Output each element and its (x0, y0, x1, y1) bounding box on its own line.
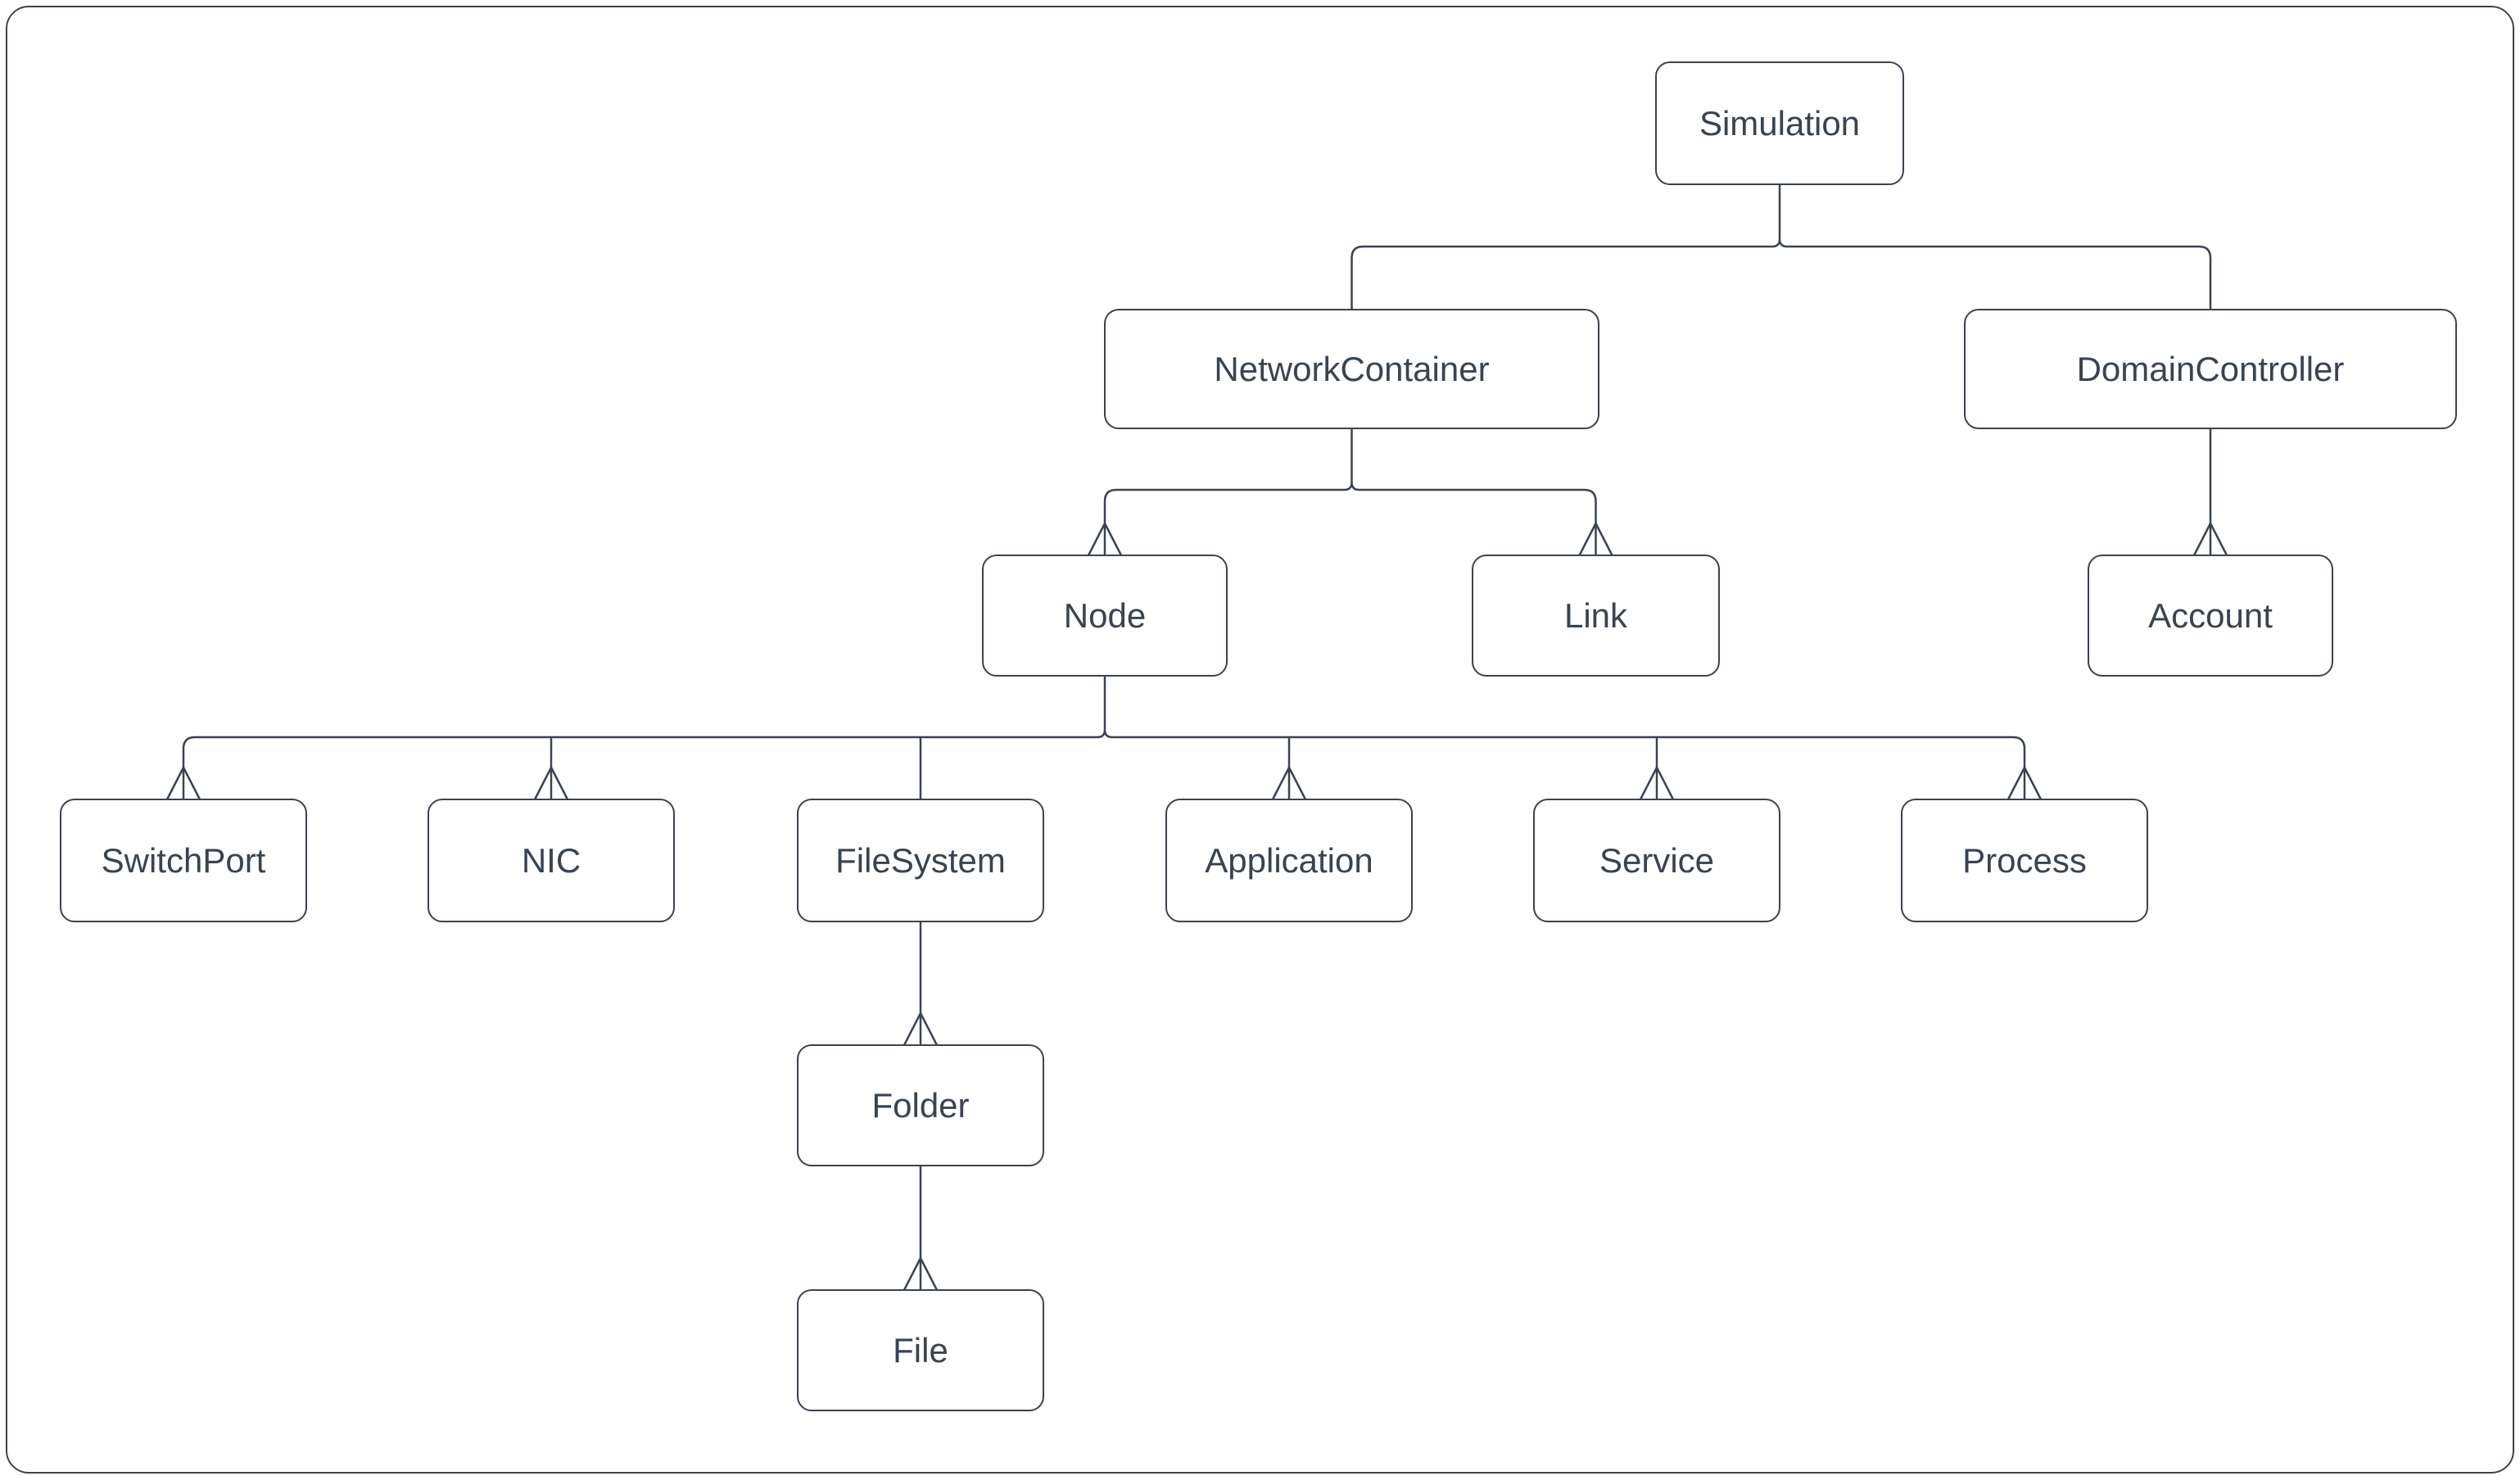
node-box-application[interactable]: Application (1165, 799, 1413, 922)
node-label-service: Service (1599, 840, 1715, 880)
node-label-nic: NIC (521, 840, 581, 880)
arrowhead-node (1087, 522, 1123, 556)
node-box-process[interactable]: Process (1901, 799, 2148, 922)
node-label-switchPort: SwitchPort (101, 840, 266, 880)
connector-bus-left-simulation (1350, 245, 1772, 259)
node-label-process: Process (1962, 840, 2087, 880)
node-box-simulation[interactable]: Simulation (1655, 61, 1904, 185)
connector-junction-node (1097, 728, 1113, 739)
node-box-node[interactable]: Node (982, 555, 1228, 677)
connector-junction-simulation (1771, 238, 1788, 248)
arrowhead-file (903, 1256, 939, 1291)
node-label-fileSystem: FileSystem (835, 840, 1006, 880)
arrowhead-folder (903, 1012, 939, 1046)
arrowhead-switchPort (165, 766, 201, 800)
connector-bus-left-node (182, 736, 1097, 749)
connector-junction-networkContainer (1344, 481, 1360, 491)
node-label-simulation: Simulation (1699, 103, 1861, 143)
connector-bus-right-networkContainer (1359, 488, 1597, 502)
connector-bus-right-simulation (1787, 245, 2212, 259)
node-label-application: Application (1205, 840, 1373, 880)
node-box-networkContainer[interactable]: NetworkContainer (1104, 309, 1599, 429)
arrowhead-nic (533, 766, 569, 800)
arrowhead-link (1578, 522, 1613, 556)
node-label-node: Node (1063, 595, 1147, 635)
arrowhead-service (1639, 766, 1675, 800)
arrowhead-application (1271, 766, 1307, 800)
node-box-domainController[interactable]: DomainController (1964, 309, 2457, 429)
node-box-link[interactable]: Link (1472, 555, 1720, 677)
node-label-domainController: DomainController (2076, 349, 2345, 388)
node-box-account[interactable]: Account (2088, 555, 2333, 677)
arrowhead-account (2192, 522, 2228, 556)
node-box-service[interactable]: Service (1533, 799, 1780, 922)
node-label-file: File (893, 1330, 948, 1370)
node-box-nic[interactable]: NIC (428, 799, 675, 922)
connector-bus-left-networkContainer (1103, 488, 1345, 502)
node-box-file[interactable]: File (797, 1289, 1044, 1411)
node-label-account: Account (2148, 595, 2273, 635)
connector-bus-right-node (1112, 736, 2026, 749)
node-box-fileSystem[interactable]: FileSystem (797, 799, 1044, 922)
node-label-link: Link (1563, 595, 1628, 635)
node-label-folder: Folder (871, 1085, 970, 1125)
node-box-folder[interactable]: Folder (797, 1044, 1044, 1166)
arrowhead-process (2006, 766, 2043, 800)
node-label-networkContainer: NetworkContainer (1214, 349, 1490, 388)
node-box-switchPort[interactable]: SwitchPort (60, 799, 307, 922)
